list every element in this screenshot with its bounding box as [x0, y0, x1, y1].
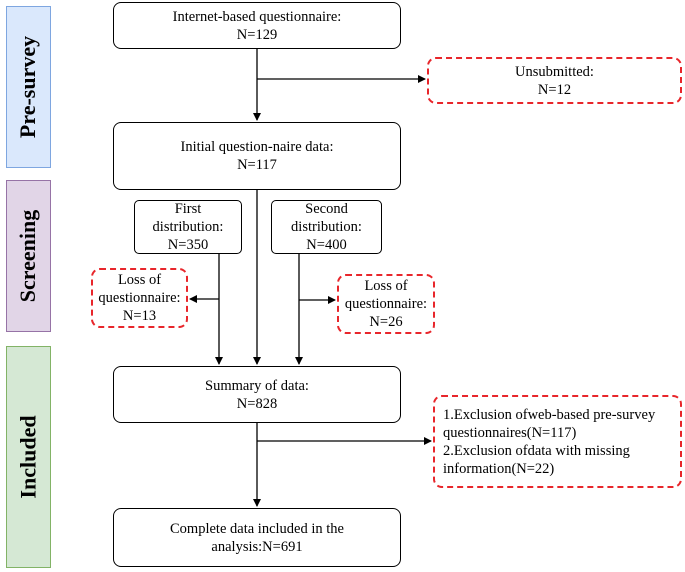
box-initial-line2: N=117 — [237, 157, 277, 173]
box-summary-line2: N=828 — [236, 395, 278, 412]
box-exclusion-line4: information(N=22) — [443, 460, 555, 477]
box-unsubmitted-line2: N=12 — [537, 81, 572, 98]
box-first-line2: distribution: — [152, 219, 224, 235]
box-first-line1: First — [174, 201, 202, 217]
box-loss2-line3: N=26 — [369, 314, 403, 330]
box-first-distribution: First distribution: N=350 — [134, 200, 242, 254]
box-complete-data: Complete data included in the analysis:N… — [113, 508, 401, 567]
box-summary-line1: Summary of data: — [205, 377, 309, 394]
box-first-line3: N=350 — [167, 237, 209, 253]
box-initial-data: Initial question-naire data: N=117 — [113, 122, 401, 190]
box-loss2-line2: questionnaire: — [344, 296, 428, 312]
box-loss2-line1: Loss of — [364, 278, 408, 294]
box-internet-line2: N=129 — [236, 26, 278, 43]
box-second-line2: distribution: — [291, 219, 362, 235]
box-exclusion-line3: 2.Exclusion ofdata with missing — [443, 442, 630, 459]
box-exclusion-line2: questionnaires(N=117) — [443, 424, 577, 441]
box-initial-line1: Initial question-naire data: — [180, 139, 334, 155]
box-second-line1: Second — [305, 201, 348, 217]
box-loss-second: Loss of questionnaire: N=26 — [337, 274, 435, 334]
box-loss1-line2: questionnaire: — [98, 290, 181, 306]
box-complete-line1: Complete data included in the — [170, 520, 344, 537]
box-exclusion: 1.Exclusion ofweb-based pre-survey quest… — [433, 395, 682, 488]
box-complete-line2: analysis:N=691 — [211, 538, 303, 555]
box-second-line3: N=400 — [306, 237, 347, 253]
box-unsubmitted-line1: Unsubmitted: — [515, 63, 594, 80]
box-loss1-line1: Loss of — [117, 272, 162, 288]
stage-label-included: Included — [6, 346, 51, 568]
stage-label-pre-survey: Pre-survey — [6, 6, 51, 168]
stage-label-screening: Screening — [6, 180, 51, 332]
stage-label-screening-text: Screening — [15, 209, 41, 303]
box-summary: Summary of data: N=828 — [113, 366, 401, 423]
box-internet-line1: Internet-based questionnaire: — [172, 8, 342, 25]
box-loss1-line3: N=13 — [122, 308, 157, 324]
box-exclusion-line1: 1.Exclusion ofweb-based pre-survey — [443, 406, 656, 423]
box-unsubmitted: Unsubmitted: N=12 — [427, 57, 682, 104]
box-loss-first: Loss of questionnaire: N=13 — [91, 268, 188, 328]
box-second-distribution: Second distribution: N=400 — [271, 200, 382, 254]
stage-label-pre-survey-text: Pre-survey — [15, 35, 41, 139]
stage-label-included-text: Included — [15, 415, 41, 499]
box-internet-questionnaire: Internet-based questionnaire: N=129 — [113, 2, 401, 49]
